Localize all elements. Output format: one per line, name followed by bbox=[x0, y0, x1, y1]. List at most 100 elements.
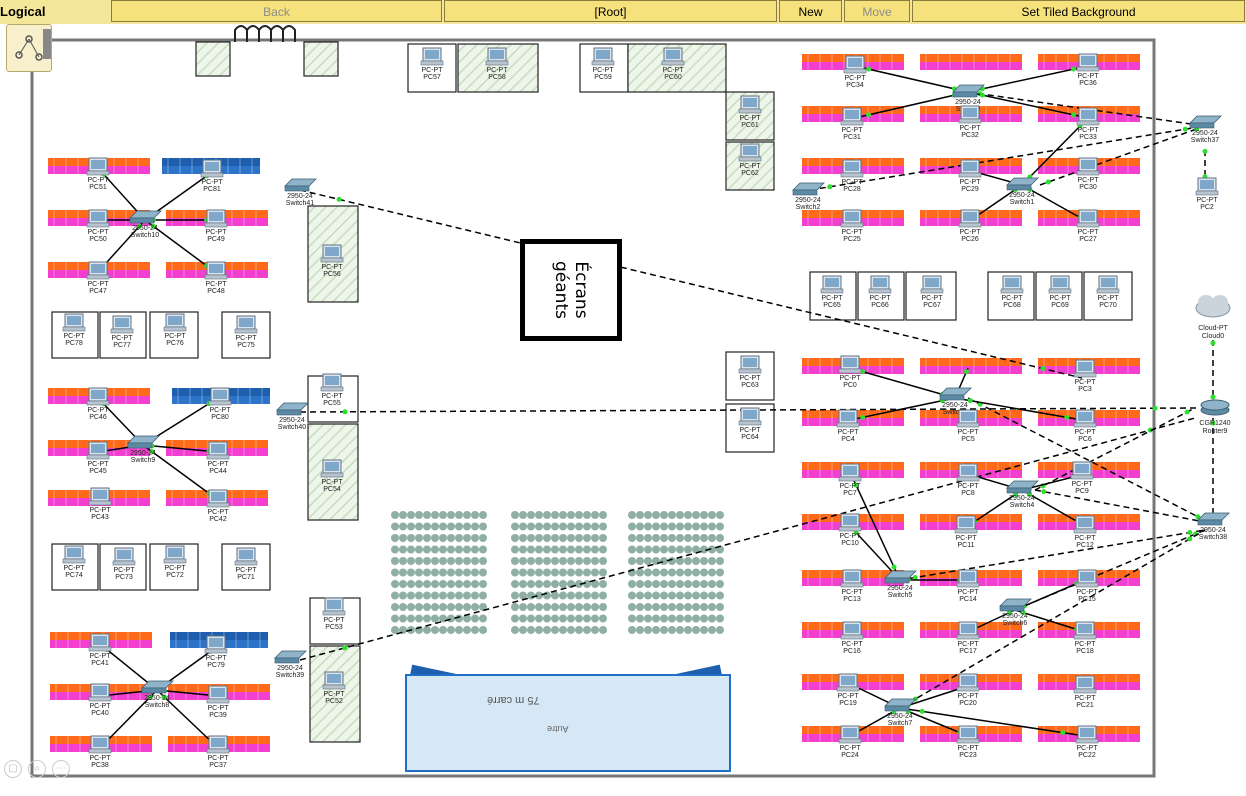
straight-cable[interactable] bbox=[849, 397, 956, 421]
straight-cable[interactable] bbox=[854, 91, 969, 119]
straight-cable[interactable] bbox=[899, 707, 1086, 737]
straight-cable[interactable] bbox=[142, 444, 219, 501]
straight-cable[interactable] bbox=[144, 219, 216, 273]
crossover-cable[interactable] bbox=[899, 529, 1206, 709]
set-tiled-background-button[interactable]: Set Tiled Background bbox=[912, 0, 1245, 22]
zoom-icon[interactable]: ⌕ bbox=[28, 760, 46, 778]
straight-cable[interactable] bbox=[849, 471, 901, 581]
zoom-fit-icon[interactable]: ▢ bbox=[4, 760, 22, 778]
back-button[interactable]: Back bbox=[111, 0, 442, 22]
crossover-cable[interactable] bbox=[899, 529, 1206, 581]
straight-cable[interactable] bbox=[854, 65, 969, 93]
straight-cable[interactable] bbox=[1014, 579, 1086, 611]
straight-cable[interactable] bbox=[1014, 609, 1086, 633]
straight-cable[interactable] bbox=[967, 91, 1089, 119]
straight-cable[interactable] bbox=[156, 689, 219, 697]
straight-cable[interactable] bbox=[899, 685, 969, 709]
crossover-cable[interactable] bbox=[299, 417, 1196, 661]
straight-cable[interactable] bbox=[142, 444, 219, 453]
straight-cable[interactable] bbox=[1021, 117, 1089, 186]
new-cluster-button[interactable]: New Cluster bbox=[779, 0, 842, 41]
straight-cable[interactable] bbox=[1021, 184, 1089, 223]
crossover-cable[interactable] bbox=[299, 189, 1083, 379]
logical-workspace[interactable]: 2950-24Switch02950-24Switch12950-24Switc… bbox=[0, 24, 1246, 796]
straight-cable[interactable] bbox=[1021, 489, 1086, 527]
straight-cable[interactable] bbox=[967, 65, 1089, 93]
straight-cable[interactable] bbox=[967, 489, 1023, 527]
crossover-cable[interactable] bbox=[809, 125, 1206, 191]
